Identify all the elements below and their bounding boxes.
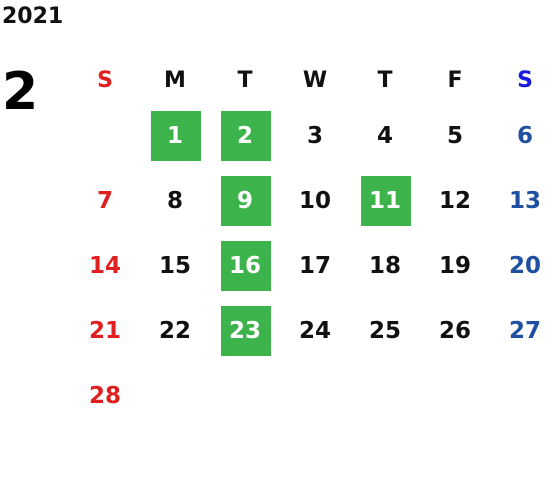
day-cell[interactable]: 6 <box>490 103 548 168</box>
day-cell-empty <box>70 103 140 168</box>
day-cell-highlighted[interactable]: 11 <box>350 168 420 233</box>
day-number: 8 <box>166 187 183 214</box>
day-cell[interactable]: 8 <box>140 168 210 233</box>
day-cell-highlighted[interactable]: 2 <box>210 103 280 168</box>
weekday-header-fri: F <box>447 68 463 93</box>
day-number: 1 <box>166 122 183 149</box>
day-number: 24 <box>298 317 331 344</box>
day-cell[interactable]: 24 <box>280 298 350 363</box>
day-number: 25 <box>368 317 401 344</box>
day-cell[interactable]: 14 <box>70 233 140 298</box>
day-number: 2 <box>236 122 253 149</box>
day-number: 11 <box>368 187 401 214</box>
weekday-header-tue: T <box>237 68 253 93</box>
weekday-header-mon: M <box>164 68 186 93</box>
day-number: 10 <box>298 187 331 214</box>
day-number: 22 <box>158 317 191 344</box>
day-number: 15 <box>158 252 191 279</box>
day-cell[interactable]: 12 <box>420 168 490 233</box>
day-cell[interactable]: 22 <box>140 298 210 363</box>
day-number: 23 <box>228 317 261 344</box>
day-number: 9 <box>236 187 253 214</box>
day-cell-highlighted[interactable]: 16 <box>210 233 280 298</box>
day-number: 28 <box>88 382 121 409</box>
day-number: 4 <box>376 122 393 149</box>
day-number: 3 <box>306 122 323 149</box>
day-cell[interactable]: 13 <box>490 168 548 233</box>
day-cell[interactable]: 26 <box>420 298 490 363</box>
day-cell[interactable]: 18 <box>350 233 420 298</box>
day-number: 6 <box>516 122 533 149</box>
month-number: 2 <box>2 62 39 122</box>
day-cell[interactable]: 5 <box>420 103 490 168</box>
day-cell-highlighted[interactable]: 9 <box>210 168 280 233</box>
day-number: 5 <box>446 122 463 149</box>
day-cell-highlighted[interactable]: 1 <box>140 103 210 168</box>
day-number: 17 <box>298 252 331 279</box>
weekday-header-sat: S <box>517 68 533 93</box>
day-number: 27 <box>508 317 541 344</box>
day-number: 14 <box>88 252 121 279</box>
weekday-header-wed: W <box>302 68 328 93</box>
day-number: 26 <box>438 317 471 344</box>
day-cell[interactable]: 27 <box>490 298 548 363</box>
day-cell[interactable]: 17 <box>280 233 350 298</box>
day-cell[interactable]: 10 <box>280 168 350 233</box>
day-number: 20 <box>508 252 541 279</box>
day-cell[interactable]: 20 <box>490 233 548 298</box>
day-cell[interactable]: 25 <box>350 298 420 363</box>
year-label: 2021 <box>2 4 64 29</box>
day-number: 18 <box>368 252 401 279</box>
day-cell[interactable]: 4 <box>350 103 420 168</box>
day-number: 12 <box>438 187 471 214</box>
day-number: 13 <box>508 187 541 214</box>
weekday-header-thu: T <box>377 68 393 93</box>
day-cell[interactable]: 21 <box>70 298 140 363</box>
day-cell[interactable]: 3 <box>280 103 350 168</box>
day-cell[interactable]: 7 <box>70 168 140 233</box>
day-cell[interactable]: 28 <box>70 363 140 428</box>
day-cell[interactable]: 15 <box>140 233 210 298</box>
day-cell-highlighted[interactable]: 23 <box>210 298 280 363</box>
day-number: 19 <box>438 252 471 279</box>
day-number: 21 <box>88 317 121 344</box>
day-number: 7 <box>96 187 113 214</box>
day-number: 16 <box>228 252 261 279</box>
day-cell[interactable]: 19 <box>420 233 490 298</box>
weekday-header-sun: S <box>97 68 113 93</box>
